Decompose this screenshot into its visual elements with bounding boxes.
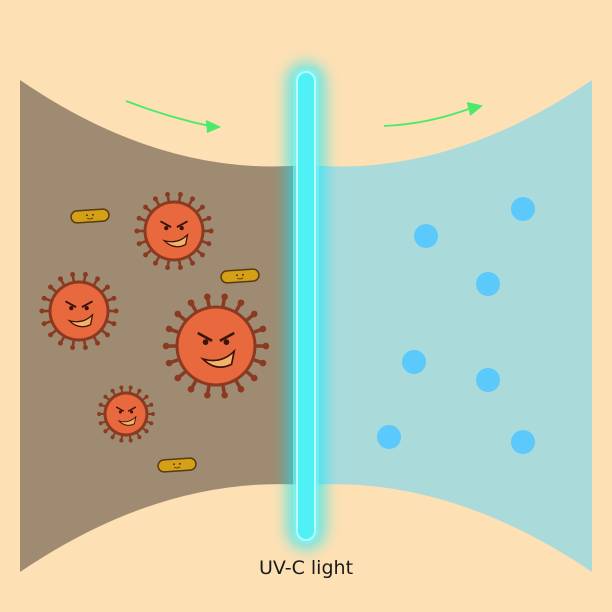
droplet-icon (476, 368, 500, 392)
droplet-icon (476, 272, 500, 296)
flow-arrow-icon (383, 102, 484, 127)
flow-arrow-icon (125, 100, 222, 133)
contaminated-zone (20, 80, 306, 572)
droplet-icon (511, 197, 535, 221)
clean-zone (306, 80, 592, 572)
bacteria-icon (220, 268, 260, 284)
virus-group (39, 191, 270, 443)
droplet-icon (511, 430, 535, 454)
virus-icon (134, 191, 214, 271)
uv-lamp-icon (286, 62, 326, 550)
uv-c-light-caption: UV-C light (258, 557, 354, 579)
virus-icon (39, 271, 119, 351)
droplet-icon (377, 425, 401, 449)
clean-droplets (377, 197, 535, 454)
bacteria-icon (70, 208, 110, 224)
droplet-icon (402, 350, 426, 374)
bacteria-group (70, 208, 260, 473)
virus-icon (162, 293, 270, 399)
virus-icon (97, 385, 155, 443)
bacteria-icon (157, 457, 197, 473)
droplet-icon (414, 224, 438, 248)
